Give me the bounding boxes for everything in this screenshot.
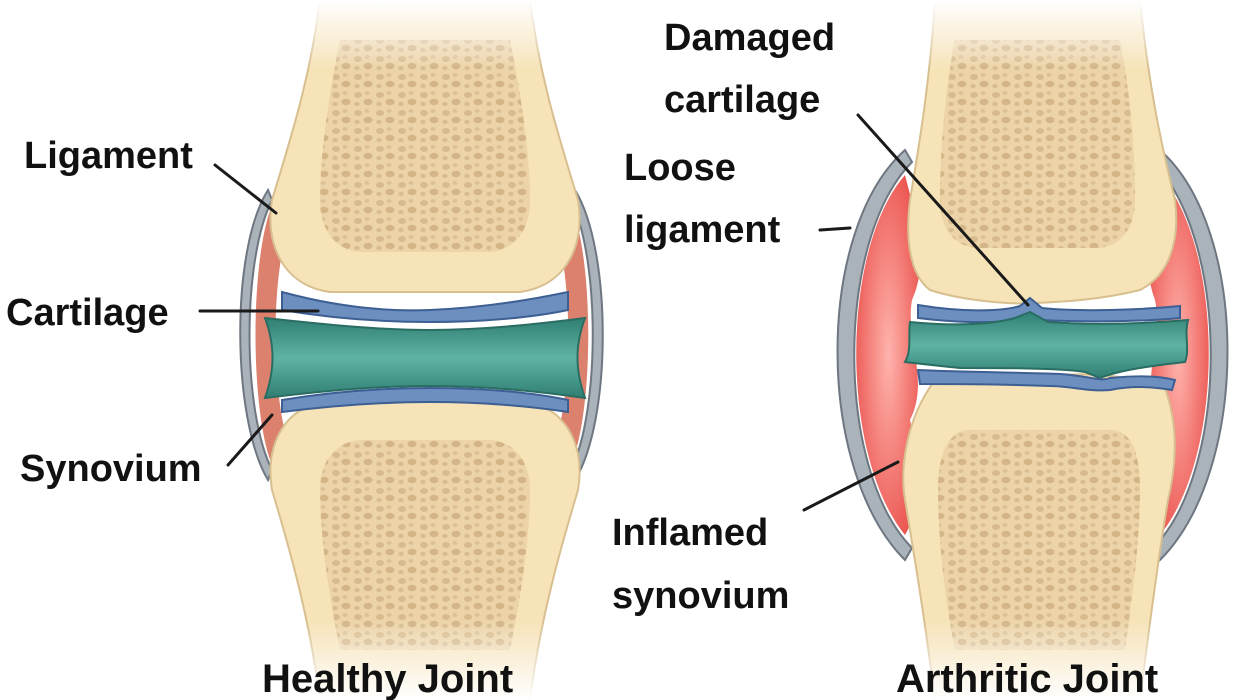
healthy-cartilage-top	[282, 292, 568, 322]
leader-ligament	[215, 165, 276, 213]
label-loose-ligament-line1: Loose	[624, 147, 736, 189]
label-damaged-cartilage-line1: Damaged	[664, 17, 835, 59]
healthy-joint	[240, 0, 603, 700]
arthritic-labels: Damaged cartilage Loose ligament Inflame…	[612, 17, 835, 617]
label-synovium: Synovium	[20, 448, 202, 490]
arthritic-upper-marrow	[940, 40, 1135, 248]
label-ligament: Ligament	[24, 135, 193, 177]
label-inflamed-synovium-line2: synovium	[612, 575, 789, 617]
healthy-upper-marrow	[320, 40, 530, 252]
healthy-lower-marrow	[320, 440, 530, 650]
label-inflamed-synovium-line1: Inflamed	[612, 512, 768, 554]
leader-loose-ligament	[820, 228, 850, 230]
label-cartilage: Cartilage	[6, 292, 169, 334]
healthy-labels: Ligament Cartilage Synovium	[6, 135, 202, 490]
label-loose-ligament-line2: ligament	[624, 209, 781, 251]
arthritic-lower-marrow	[938, 430, 1140, 650]
caption-arthritic-joint: Arthritic Joint	[896, 657, 1158, 700]
caption-healthy-joint: Healthy Joint	[262, 657, 513, 700]
healthy-joint-fluid	[265, 318, 585, 398]
label-damaged-cartilage-line2: cartilage	[664, 79, 820, 121]
arthritic-joint	[838, 0, 1228, 700]
